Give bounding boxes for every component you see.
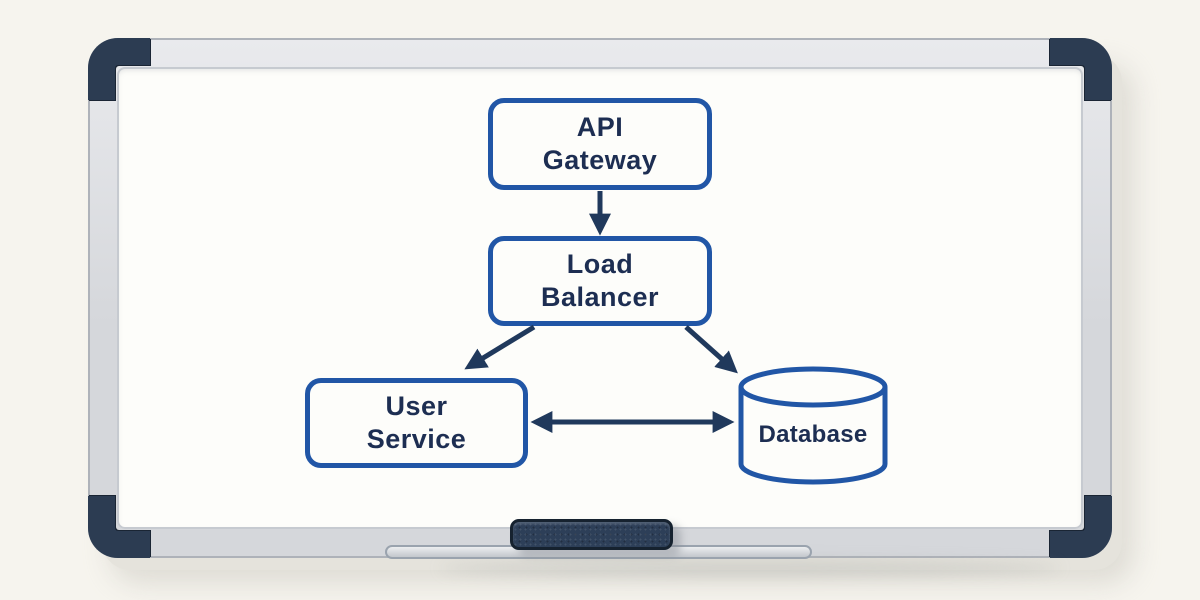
corner-cap-bottom-right xyxy=(1050,496,1112,558)
corner-cap-bottom-left xyxy=(88,496,150,558)
node-load-balancer-label-line1: Load xyxy=(566,249,634,279)
node-load-balancer: Load Balancer xyxy=(488,236,712,326)
node-load-balancer-label-line2: Balancer xyxy=(540,282,660,312)
tray-shadow xyxy=(440,560,1060,576)
corner-cap-top-left xyxy=(88,38,150,100)
node-user-service-label-line1: User xyxy=(385,391,448,421)
node-user-service-label-line2: Service xyxy=(366,424,467,454)
node-api-gateway: API Gateway xyxy=(488,98,712,190)
node-database-label: Database xyxy=(758,421,868,448)
node-api-gateway-label-line2: Gateway xyxy=(542,145,658,175)
whiteboard-eraser xyxy=(510,519,673,550)
node-user-service: User Service xyxy=(305,378,528,468)
node-api-gateway-label-line1: API xyxy=(576,112,624,142)
corner-cap-top-right xyxy=(1050,38,1112,100)
